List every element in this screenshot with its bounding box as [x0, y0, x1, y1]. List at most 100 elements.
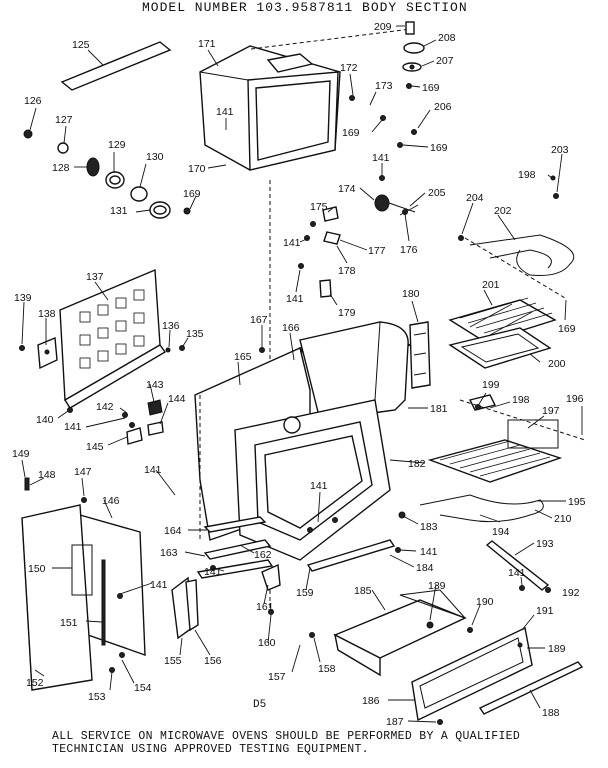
callout-149: 149 [12, 448, 30, 460]
callout-180: 180 [402, 288, 420, 300]
callout-169d: 169 [430, 142, 448, 154]
callout-141a: 141 [216, 106, 234, 118]
part-137-side-panel [19, 268, 167, 409]
callout-159: 159 [296, 587, 314, 599]
callout-164: 164 [164, 525, 182, 537]
callout-131: 131 [110, 205, 128, 217]
callout-198a: 198 [518, 169, 536, 181]
callout-172: 172 [340, 62, 358, 74]
part-202-element [458, 175, 575, 299]
callout-173: 173 [375, 80, 393, 92]
callout-141c: 141 [283, 237, 301, 249]
callout-202: 202 [494, 205, 512, 217]
callout-194: 194 [492, 526, 510, 538]
callout-184: 184 [416, 562, 434, 574]
part-126-131-knob-parts [23, 129, 191, 219]
callout-141g: 141 [310, 480, 328, 492]
callout-199: 199 [482, 379, 500, 391]
callout-163: 163 [160, 547, 178, 559]
part-182-front-frame [234, 399, 391, 561]
callout-166: 166 [282, 322, 300, 334]
callout-145: 145 [86, 441, 104, 453]
callout-203: 203 [551, 144, 569, 156]
service-notice-line-2: TECHNICIAN USING APPROVED TESTING EQUIPM… [52, 743, 369, 756]
callout-170: 170 [188, 163, 206, 175]
callout-193: 193 [536, 538, 554, 550]
callout-192: 192 [562, 587, 580, 599]
callout-146: 146 [102, 495, 120, 507]
leader-lines [21, 25, 583, 723]
callout-169c: 169 [422, 82, 440, 94]
callout-181: 181 [430, 403, 448, 415]
callout-157: 157 [268, 671, 286, 683]
callout-210: 210 [554, 513, 572, 525]
diagram-title: MODEL NUMBER 103.9587811 BODY SECTION [142, 0, 468, 15]
part-201-rack [448, 297, 557, 343]
callout-136: 136 [162, 320, 180, 332]
part-196-197-rack [427, 394, 586, 483]
part-200-pan [448, 327, 552, 369]
callout-141h: 141 [420, 546, 438, 558]
callout-154: 154 [134, 682, 152, 694]
callout-169a: 169 [183, 188, 201, 200]
callout-158: 158 [318, 663, 336, 675]
part-146-door [21, 477, 146, 691]
part-174-205-fan-motor [374, 175, 419, 216]
callout-138: 138 [38, 308, 56, 320]
callout-191: 191 [536, 605, 554, 617]
callout-137: 137 [86, 271, 104, 283]
part-175-179-brackets [298, 206, 341, 298]
callout-183: 183 [420, 521, 438, 533]
callout-169b: 169 [342, 127, 360, 139]
callout-186: 186 [362, 695, 380, 707]
callout-139b: 139 [428, 580, 446, 592]
callout-153: 153 [88, 691, 106, 703]
callout-195: 195 [568, 496, 586, 508]
callout-155: 155 [164, 655, 182, 667]
callout-205: 205 [428, 187, 446, 199]
service-notice-line-1: ALL SERVICE ON MICROWAVE OVENS SHOULD BE… [52, 730, 521, 743]
callout-139a: 139 [14, 292, 32, 304]
callout-201: 201 [482, 279, 500, 291]
callout-129: 129 [108, 139, 126, 151]
callout-179: 179 [338, 307, 356, 319]
callout-142: 142 [96, 401, 114, 413]
part-125-strip [60, 41, 172, 91]
callout-177: 177 [368, 245, 386, 257]
callout-128: 128 [52, 162, 70, 174]
callout-187: 187 [386, 716, 404, 728]
callout-151: 151 [60, 617, 78, 629]
callout-152: 152 [26, 677, 44, 689]
callout-141k: 141 [508, 567, 526, 579]
part-188-strip [478, 661, 584, 715]
callout-156: 156 [204, 655, 222, 667]
callout-144: 144 [168, 393, 186, 405]
callout-141i: 141 [204, 566, 222, 578]
callout-175: 175 [310, 201, 328, 213]
callout-196: 196 [566, 393, 584, 405]
callout-167: 167 [250, 314, 268, 326]
callout-207: 207 [436, 55, 454, 67]
part-171-cavity [199, 28, 412, 520]
callout-209: 209 [374, 21, 392, 33]
callout-197: 197 [542, 405, 560, 417]
part-194-bake-element [398, 494, 544, 523]
callout-188: 188 [542, 707, 560, 719]
callout-208: 208 [438, 32, 456, 44]
callout-141f: 141 [144, 464, 162, 476]
callout-161: 161 [256, 601, 274, 613]
callout-141j: 141 [150, 579, 168, 591]
callout-165: 165 [234, 351, 252, 363]
callout-174: 174 [338, 183, 356, 195]
callout-135: 135 [186, 328, 204, 340]
callout-127: 127 [55, 114, 73, 126]
part-160-164-lower-parts [196, 516, 281, 615]
callout-204: 204 [466, 192, 484, 204]
part-181-liner [299, 321, 409, 421]
callout-141d: 141 [286, 293, 304, 305]
callout-125: 125 [72, 39, 90, 51]
callout-185: 185 [354, 585, 372, 597]
callout-190: 190 [476, 596, 494, 608]
callout-160: 160 [258, 637, 276, 649]
